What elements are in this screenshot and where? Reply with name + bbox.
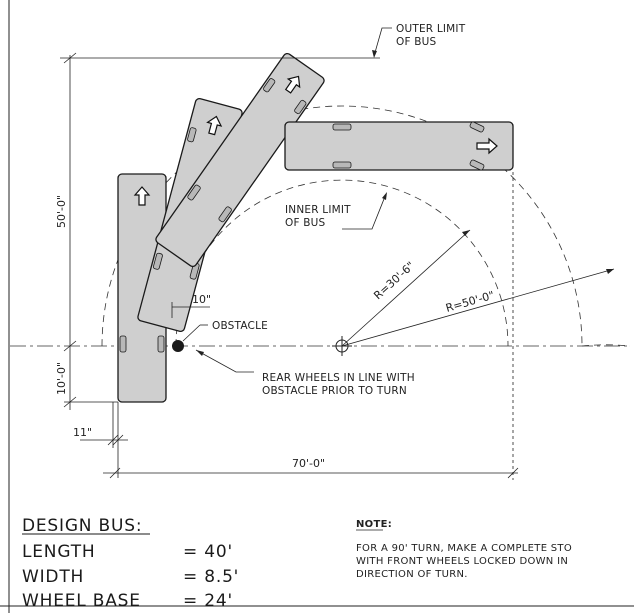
rear-wheels-label-1: REAR WHEELS IN LINE WITH [262,372,415,384]
dim-tick-mid [63,340,77,352]
obstacle-marker [172,340,184,352]
height-10-label: 10'-0" [55,362,68,395]
dim-tick-top [63,52,77,64]
rear-wheels-leader [195,349,254,373]
inner-radius-label: R=30'-6" [371,259,417,302]
note-title: NOTE: [356,519,392,530]
wheelbase-value: = 24' [183,591,233,611]
inner-limit-label-1: INNER LIMIT [285,204,351,216]
outer-radius-arrow [606,269,614,274]
inner-radius-line [341,229,471,347]
bus-position-3 [155,52,325,268]
length-value: = 40' [183,542,233,562]
outer-radius-label: R=50'-0" [444,289,496,315]
offset-11-tick-2 [112,434,124,446]
outer-limit-label-2: OF BUS [396,36,437,48]
offset-11-label: 11" [73,426,92,439]
outer-limit-arrow [372,50,377,58]
rear-wheels-arrow [196,350,204,356]
inner-radius-arrow [462,230,470,236]
width-label: WIDTH [22,567,84,587]
height-50-label: 50'-0" [55,195,68,228]
wheelbase-label: WHEEL BASE [22,591,141,611]
note-line-1: FOR A 90' TURN, MAKE A COMPLETE STO [356,543,572,554]
outer-limit-label-1: OUTER LIMIT [396,23,466,35]
width-70-label: 70'-0" [292,457,325,470]
inner-limit-leader [342,193,387,230]
outer-radius-line [341,268,615,347]
inner-limit-arrow [382,192,387,200]
outer-limit-arc [101,105,583,347]
horizontal-tick-left [109,467,121,479]
obstacle-label: OBSTACLE [212,320,268,332]
rear-wheels-label-2: OBSTACLE PRIOR TO TURN [262,385,407,397]
outer-limit-leader [373,27,392,57]
bus-position-4 [284,121,514,171]
inner-limit-label-2: OF BUS [285,217,326,229]
design-bus-title: DESIGN BUS: [22,516,142,536]
offset-11-tick-1 [107,434,119,446]
obstacle-leader [182,324,201,342]
offset-10-label: 10" [192,293,211,306]
note-line-2: WITH FRONT WHEELS LOCKED DOWN IN [356,556,568,567]
note-line-3: DIRECTION OF TURN. [356,569,468,580]
width-value: = 8.5' [183,567,239,587]
length-label: LENGTH [22,542,95,562]
